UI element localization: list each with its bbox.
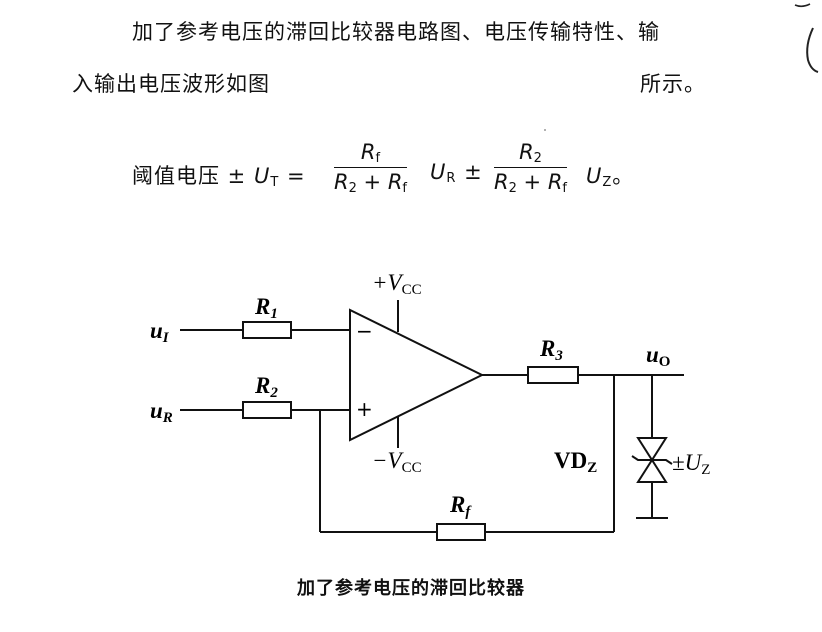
formula-pm: ± — [464, 160, 483, 184]
label-r2: R2 — [254, 373, 278, 401]
opamp-minus-sign: − — [356, 319, 373, 343]
op-amp — [349, 308, 485, 442]
paragraph-line-1: 加了参考电压的滞回比较器电路图、电压传输特性、输 — [132, 20, 660, 44]
opamp-plus-sign: + — [356, 397, 373, 421]
fraction-2-denominator: R2 + Rf — [494, 170, 567, 196]
speck — [544, 129, 546, 131]
label-ui: uI — [150, 318, 170, 346]
formula-fraction-2: R2 R2 + Rf — [494, 140, 567, 196]
formula-ut: UT — [253, 164, 280, 190]
fraction-1-denominator: R2 + Rf — [334, 170, 407, 196]
formula-label: 阈值电压 ± — [132, 164, 247, 188]
formula-ur-pm: UR ± — [430, 160, 483, 186]
paragraph-line-2-start: 入输出电压波形如图 — [72, 72, 270, 96]
paragraph-line-2-end: 所示。 — [640, 72, 706, 96]
formula-fraction-1: Rf R2 + Rf — [334, 140, 407, 196]
label-vdz: VDZ — [554, 448, 597, 476]
formula-equals: = — [286, 164, 306, 188]
fraction-1-numerator: Rf — [334, 140, 407, 168]
label-rf: Rf — [449, 492, 472, 520]
resistor-rf — [436, 523, 486, 541]
label-pm-uz: ±UZ — [672, 450, 710, 478]
label-uo: uO — [646, 342, 670, 370]
resistor-r2 — [242, 401, 292, 419]
resistor-r3 — [527, 366, 579, 384]
formula: 阈值电压 ± UT = — [132, 160, 306, 190]
formula-uz: UZ。 — [586, 164, 635, 190]
label-r3: R3 — [539, 336, 563, 364]
formula-ur: UR — [430, 160, 457, 186]
zener-diode — [631, 437, 673, 483]
label-vcc-pos: +VCC — [372, 270, 422, 298]
fraction-2-numerator: R2 — [494, 140, 567, 168]
figure-caption: 加了参考电压的滞回比较器 — [297, 578, 525, 599]
label-ur: uR — [150, 398, 173, 426]
label-vcc-neg: −VCC — [372, 448, 422, 476]
label-r1: R1 — [254, 294, 278, 322]
resistor-r1 — [242, 321, 292, 339]
